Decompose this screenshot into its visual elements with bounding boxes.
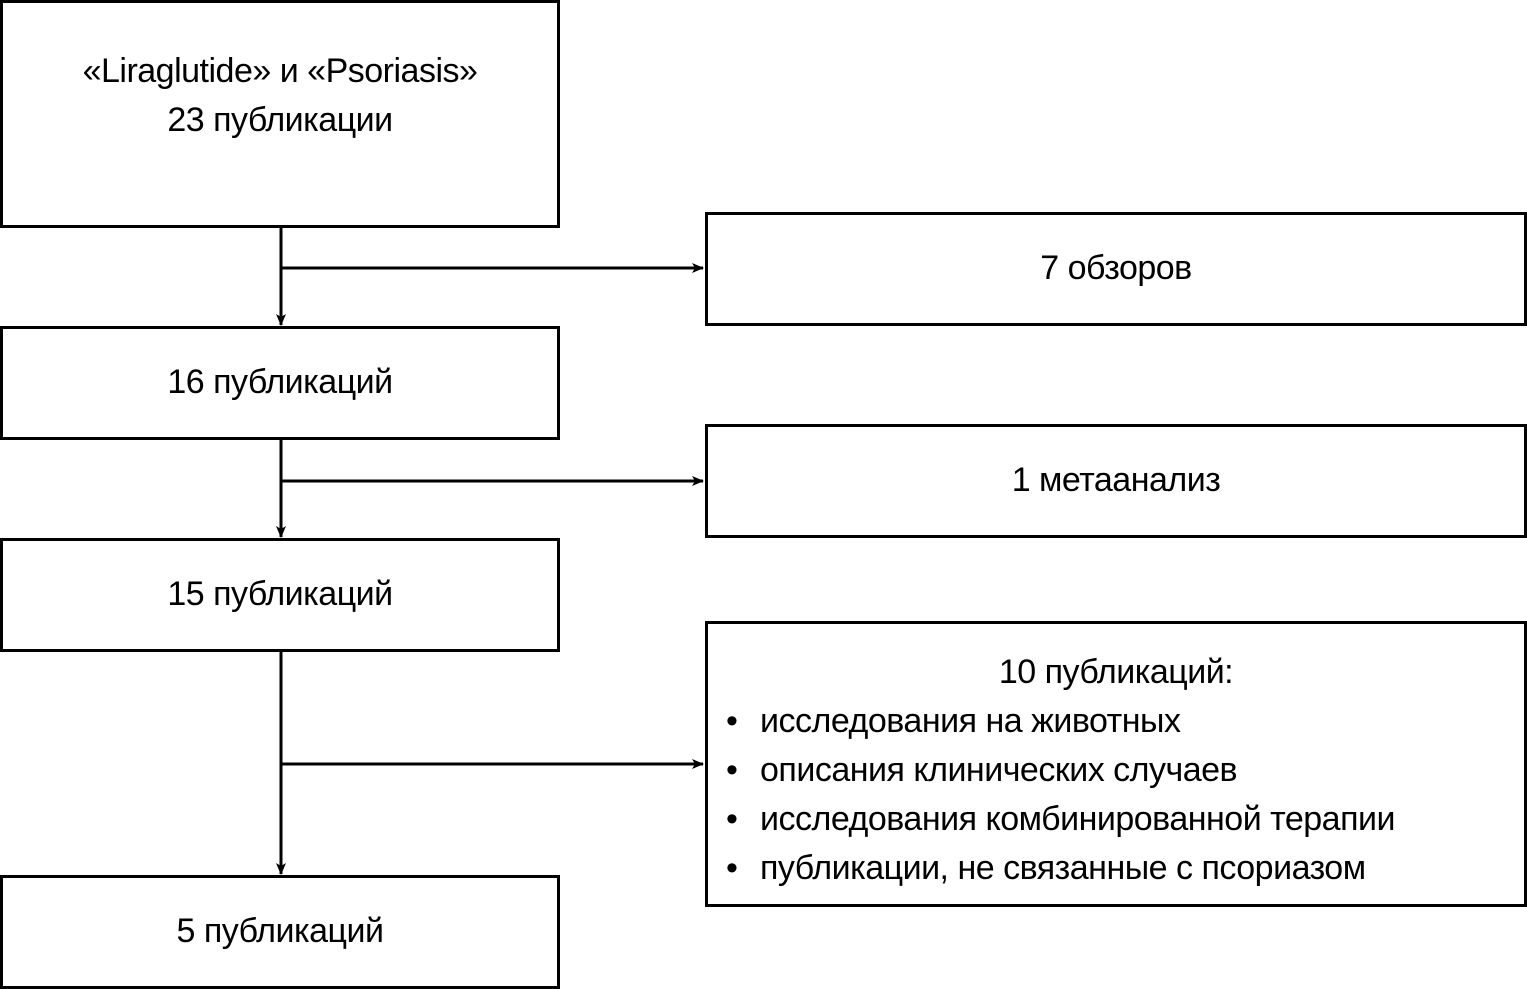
exclusion-3-title: 10 публикаций: [998, 653, 1234, 691]
exclusion-1-label: 7 обзоров [1040, 249, 1192, 288]
exclusion-2-label: 1 метаанализ [1011, 461, 1221, 500]
exclusion-reason-text: описания клинических случаев [760, 751, 1238, 790]
bullet-icon: • [726, 849, 738, 888]
exclusion-reason-item: • исследования комбинированной терапии [708, 795, 1524, 844]
exclusion-reason-item: • публикации, не связанные с псориазом [708, 844, 1524, 893]
step-box-initial-search: «Liraglutide» и «Psoriasis» 23 публикаци… [0, 0, 560, 228]
bullet-icon: • [726, 702, 738, 741]
step-box-after-metaanalysis: 15 публикаций [0, 538, 560, 652]
exclusion-reason-text: исследования на животных [760, 702, 1181, 741]
step-2-label: 16 публикаций [167, 363, 393, 402]
step-1-line-2: 23 публикации [167, 101, 393, 139]
exclusion-box-metaanalysis: 1 метаанализ [705, 424, 1527, 538]
exclusion-box-other: 10 публикаций: • исследования на животны… [705, 621, 1527, 907]
exclusion-reason-text: публикации, не связанные с псориазом [760, 849, 1366, 888]
exclusion-reason-item: • исследования на животных [708, 697, 1524, 746]
exclusion-reason-item: • описания клинических случаев [708, 746, 1524, 795]
bullet-icon: • [726, 800, 738, 839]
exclusion-reason-text: исследования комбинированной терапии [760, 800, 1395, 839]
step-1-line-1: «Liraglutide» и «Psoriasis» [82, 51, 478, 90]
bullet-icon: • [726, 751, 738, 790]
step-4-label: 5 публикаций [176, 912, 384, 951]
exclusion-reasons-list: • исследования на животных • описания кл… [708, 697, 1524, 893]
exclusion-box-reviews: 7 обзоров [705, 212, 1527, 326]
step-3-label: 15 публикаций [167, 575, 393, 614]
step-box-final: 5 публикаций [0, 875, 560, 989]
step-box-after-reviews: 16 публикаций [0, 326, 560, 440]
